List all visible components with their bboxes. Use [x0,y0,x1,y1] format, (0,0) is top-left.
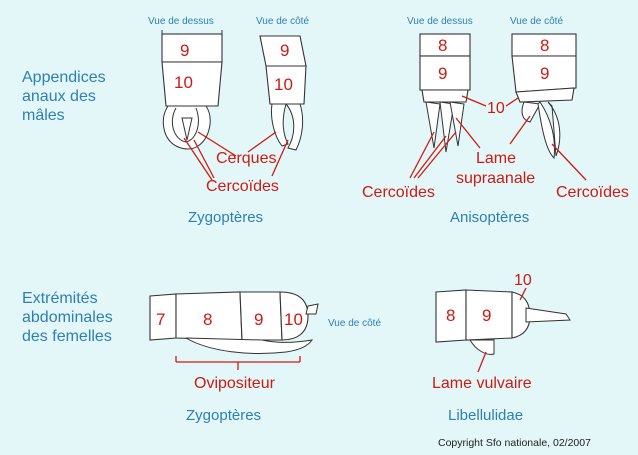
libellulidae-caption: Libellulidae [448,407,523,424]
male-appendages-heading: Appendices anaux des mâles [22,69,106,124]
zygo-side-seg10-label: 10 [274,75,293,94]
heading-line-3: mâles [22,107,65,124]
zygo-f-seg9-label: 9 [254,310,263,329]
lib-seg10-label: 10 [514,272,532,289]
aniso-male-dorsal-drawing: 8 9 [420,34,470,152]
cerque-side [271,104,288,146]
cercoide-side [286,104,303,150]
heading-line-1: Extrémités [22,290,98,307]
aniso-side-seg9-label: 9 [540,64,549,83]
copyright-notice: Copyright Sfo nationale, 02/2007 [438,437,591,449]
lib-seg8-label: 8 [446,306,455,325]
aniso-dorsal-seg9-label: 9 [438,64,447,83]
ovipositor [186,338,312,353]
segment-9 [162,34,222,62]
zygo-male-dorsal-drawing: 9 10 [162,30,222,149]
aniso-dorsal-seg8-label: 8 [438,36,447,55]
heading-line-1: Appendices [22,69,106,86]
heading-line-3: des femelles [22,328,112,345]
segment-10 [422,90,468,102]
zygo-side-seg9-label: 9 [280,41,289,60]
cerques-label: Cerques [216,150,276,167]
heading-line-2: abdominales [22,309,113,326]
aniso-seg10-label: 10 [487,100,505,117]
libellulidae-female-lateral-drawing: 8 9 [436,290,570,354]
ovipositeur-label: Ovipositeur [194,375,276,392]
zygo-view-top-label: Vue de dessus [148,16,214,27]
lame-vulvaire [470,340,494,354]
aniso-cercoides-left-label: Cercoïdes [362,184,435,201]
lib-seg9-label: 9 [482,306,491,325]
zygo-dorsal-seg9-label: 9 [180,41,189,60]
appendage-tip [526,308,570,322]
lame-side [522,102,540,122]
ovipositeur-bracket [176,356,300,370]
aniso-view-top-label: Vue de dessus [407,16,473,27]
zygo-dorsal-seg10-label: 10 [174,73,193,92]
aniso-male-caption: Anisoptères [450,209,529,226]
zygo-male-caption: Zygoptères [188,209,263,226]
zygo-female-lateral-drawing: 7 8 9 10 [150,292,318,353]
aniso-view-side-label: Vue de côté [510,16,563,27]
zygo-f-seg10-label: 10 [284,310,303,329]
aniso-male-lateral-drawing: 8 9 [512,34,576,158]
zygo-f-seg8-label: 8 [203,310,212,329]
aniso-cercoides-right-label: Cercoïdes [556,184,629,201]
lame-label-line-1: Lame [476,150,516,167]
zygo-view-side-label: Vue de côté [256,16,309,27]
female-abdomen-heading: Extrémités abdominales des femelles [22,290,113,345]
zygo-male-lateral-drawing: 9 10 [260,36,306,150]
heading-line-2: anaux des [22,88,96,105]
female-view-side-label: Vue de côté [328,318,381,329]
aniso-side-seg8-label: 8 [540,36,549,55]
lame-label-line-2: supraanale [456,170,535,187]
zygo-female-caption: Zygoptères [186,407,261,424]
zygo-f-seg7-label: 7 [156,310,165,329]
lame-vulvaire-label: Lame vulvaire [432,375,532,392]
zygo-cercoides-label: Cercoïdes [206,178,279,195]
